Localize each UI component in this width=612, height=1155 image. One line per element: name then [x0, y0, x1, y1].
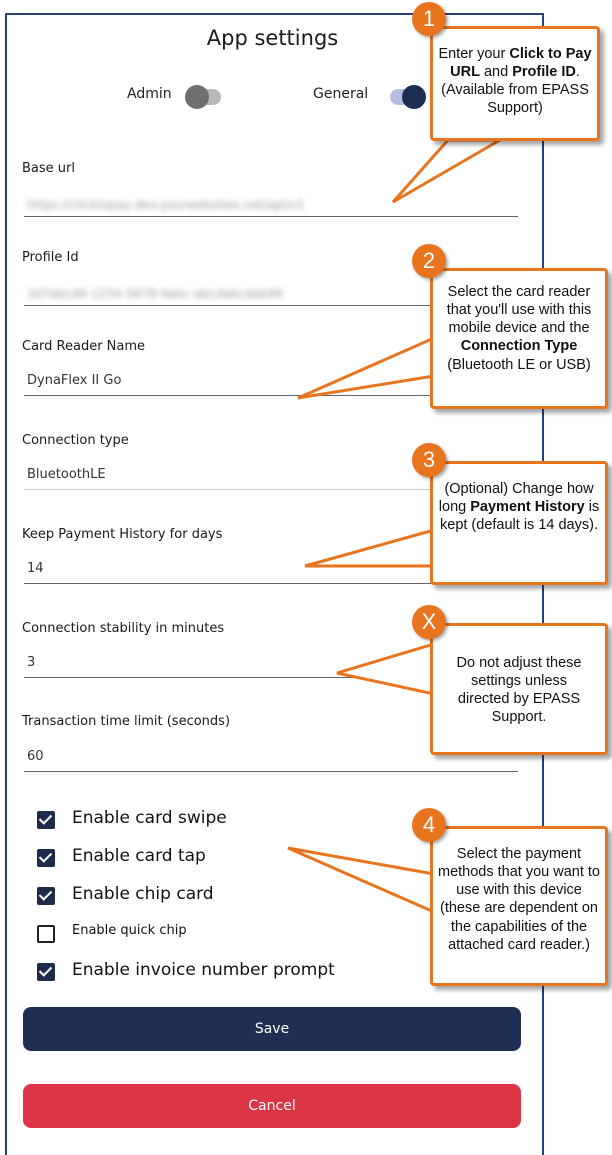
profile-id-input[interactable]: 3d7abcd0-1234-5678-9abc-abcdabcdab99: [27, 287, 283, 301]
callout-x-text: Do not adjust these settings unless dire…: [456, 655, 582, 726]
callout-2-pointer: [297, 335, 436, 400]
time-limit-label: Transaction time limit (seconds): [22, 714, 231, 729]
callout-1-text-a: Enter your: [438, 46, 510, 62]
admin-toggle-label: Admin: [127, 86, 172, 102]
chip-card-label: Enable chip card: [72, 884, 214, 904]
callout-1-pointer: [391, 138, 506, 204]
callout-1-text-b: and: [479, 64, 513, 81]
card-reader-select[interactable]: DynaFlex II Go: [27, 373, 122, 388]
callout-1-text-c: . (Available from EPASS Support): [441, 64, 589, 117]
callout-2-badge: 2: [412, 244, 446, 278]
base-url-label: Base url: [22, 161, 75, 176]
time-limit-input[interactable]: 60: [27, 749, 44, 764]
callout-4-badge: 4: [412, 808, 446, 842]
callout-x-badge: X: [412, 605, 446, 639]
callout-2: Select the card reader that you'll use w…: [430, 268, 608, 409]
card-reader-label: Card Reader Name: [22, 339, 146, 354]
callout-pointers: [287, 138, 506, 915]
callout-3-badge: 3: [412, 443, 446, 477]
callout-4: Select the payment methods that you want…: [430, 826, 608, 986]
general-toggle-knob: [402, 85, 426, 109]
quick-chip-checkbox[interactable]: [37, 925, 55, 943]
callout-x: Do not adjust these settings unless dire…: [430, 623, 608, 755]
history-days-underline: [24, 583, 518, 584]
callout-1-badge: 1: [412, 2, 446, 36]
base-url-underline: [24, 216, 518, 217]
card-reader-underline: [24, 395, 518, 396]
history-days-input[interactable]: 14: [27, 561, 44, 576]
callout-2-text-a: Select the card reader that you'll use w…: [446, 284, 592, 337]
connection-type-underline: [24, 489, 518, 490]
card-tap-label: Enable card tap: [72, 846, 206, 866]
callout-4-text: Select the payment methods that you want…: [437, 846, 600, 953]
connection-type-label: Connection type: [22, 433, 129, 448]
invoice-prompt-label: Enable invoice number prompt: [72, 960, 335, 980]
callout-2-text-b: (Bluetooth LE or USB): [447, 356, 591, 373]
chip-card-checkbox[interactable]: [37, 887, 55, 905]
callout-3: (Optional) Change how long Payment Histo…: [430, 461, 608, 585]
callout-2-bold-a: Connection Type: [460, 338, 578, 355]
callout-4-pointer: [287, 846, 436, 915]
callout-3-bold-a: Payment History: [470, 499, 585, 516]
save-button[interactable]: Save: [23, 1007, 521, 1051]
callout-3-pointer: [304, 528, 436, 568]
card-swipe-label: Enable card swipe: [72, 808, 227, 828]
stability-input[interactable]: 3: [27, 655, 36, 670]
connection-type-select[interactable]: BluetoothLE: [27, 467, 106, 482]
callout-x-pointer: [336, 641, 436, 696]
invoice-prompt-checkbox[interactable]: [37, 963, 55, 981]
callout-1: Enter your Click to Pay URL and Profile …: [430, 26, 600, 141]
history-days-label: Keep Payment History for days: [22, 527, 223, 542]
profile-id-underline: [24, 305, 518, 306]
callout-3-text-a: (Optional) Change how long: [438, 481, 594, 516]
base-url-input[interactable]: https://clicktopay-dev.yourwebsites.net/…: [27, 198, 305, 212]
callout-3-text-b: is kept (default is 14 days).: [440, 499, 600, 534]
card-tap-checkbox[interactable]: [37, 849, 55, 867]
card-swipe-checkbox[interactable]: [37, 811, 55, 829]
admin-toggle[interactable]: [185, 85, 221, 109]
stability-label: Connection stability in minutes: [22, 621, 225, 636]
admin-toggle-knob: [185, 85, 209, 109]
general-toggle-label: General: [313, 86, 369, 102]
time-limit-underline: [24, 771, 518, 772]
quick-chip-label: Enable quick chip: [72, 923, 187, 938]
page-title: App settings: [206, 26, 339, 50]
callout-1-bold-a: Click to Pay URL: [450, 46, 592, 81]
profile-id-label: Profile Id: [22, 250, 79, 265]
general-toggle[interactable]: [390, 85, 426, 109]
callout-1-bold-b: Profile ID: [512, 64, 576, 81]
stability-underline: [24, 677, 518, 678]
cancel-button[interactable]: Cancel: [23, 1084, 521, 1128]
